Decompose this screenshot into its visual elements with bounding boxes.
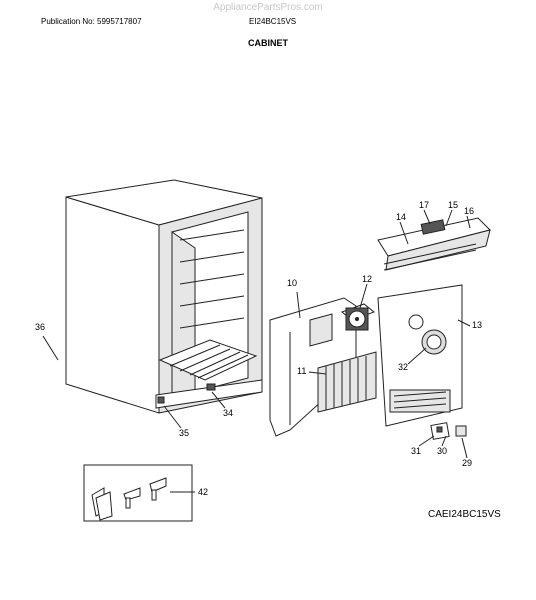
callout-13: 13 [472, 320, 482, 330]
callout-16: 16 [464, 206, 474, 216]
callout-10: 10 [287, 278, 297, 288]
callout-34: 34 [223, 408, 233, 418]
section-title: CABINET [248, 38, 288, 48]
rear-panel-drawing [377, 284, 463, 427]
callout-30: 30 [437, 446, 447, 456]
condenser-drawing [317, 351, 377, 413]
callout-11: 11 [297, 366, 306, 376]
callout-36: 36 [35, 322, 45, 332]
switch-drawing [430, 422, 467, 440]
control-housing-drawing [377, 217, 491, 271]
callout-42: 42 [198, 487, 208, 497]
fan-drawing [340, 303, 376, 331]
callout-labels: 36 10 11 12 13 14 15 16 17 32 31 30 29 3… [35, 200, 482, 497]
model-number: EI24BC15VS [249, 17, 297, 26]
callout-31: 31 [411, 446, 421, 456]
callout-35: 35 [179, 428, 189, 438]
hinge-kit-drawing [83, 464, 193, 522]
cabinet-drawing [65, 179, 263, 414]
callout-32: 32 [398, 362, 408, 372]
watermark: AppliancePartsPros.com [213, 2, 323, 13]
callout-29: 29 [462, 458, 472, 468]
callout-12: 12 [362, 274, 372, 284]
drawing-id: CAEI24BC15VS [428, 509, 501, 520]
leader-lines [42, 209, 471, 493]
callout-15: 15 [448, 200, 458, 210]
publication-number: Publication No: 5995717807 [41, 17, 142, 26]
callout-17: 17 [419, 200, 429, 210]
callout-14: 14 [396, 212, 406, 222]
